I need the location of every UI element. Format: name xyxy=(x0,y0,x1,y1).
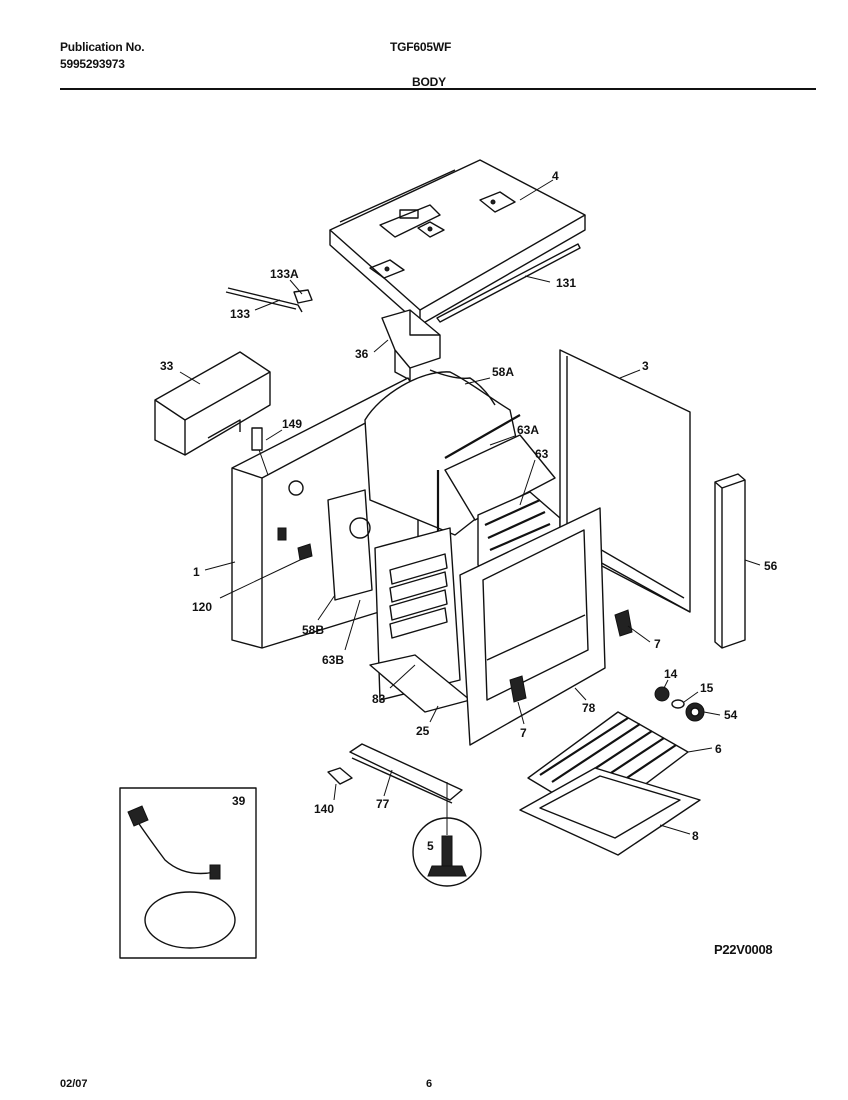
publication-label: Publication No. xyxy=(60,40,145,54)
footer-date: 02/07 xyxy=(60,1078,88,1090)
callout-133: 133 xyxy=(230,307,250,321)
page-number: 6 xyxy=(426,1078,433,1090)
part-133-bracket xyxy=(225,287,313,313)
section-title: BODY xyxy=(412,75,446,89)
callout-36: 36 xyxy=(355,347,369,361)
callout-7-lower: 7 xyxy=(520,726,527,740)
publication-number: 5995293973 xyxy=(60,57,125,71)
callout-63: 63 xyxy=(535,447,549,461)
callout-6: 6 xyxy=(715,742,722,756)
callout-1: 1 xyxy=(193,565,200,579)
part-140-clip xyxy=(327,767,353,785)
callout-33: 33 xyxy=(160,359,174,373)
part-56-side-trim xyxy=(714,473,746,649)
callout-25: 25 xyxy=(416,724,430,738)
callout-78: 78 xyxy=(582,701,596,715)
part-5-leveling-leg-detail xyxy=(412,782,482,887)
part-63a-heating-element xyxy=(436,414,556,545)
callout-58b: 58B xyxy=(302,623,324,637)
callout-140: 140 xyxy=(314,802,334,816)
callout-131: 131 xyxy=(556,276,576,290)
part-78-front-frame xyxy=(459,507,606,746)
part-4-top-panel xyxy=(329,159,586,326)
callout-83: 83 xyxy=(372,692,386,706)
callout-58a: 58A xyxy=(492,365,514,379)
callout-56: 56 xyxy=(764,559,778,573)
leader-lines xyxy=(179,179,761,835)
callout-133a: 133A xyxy=(270,267,299,281)
part-39-power-cord-inset xyxy=(119,787,257,959)
callout-labels: 4 131 133A 133 36 33 58A 3 149 63A 63 1 … xyxy=(160,169,778,853)
callout-63a: 63A xyxy=(517,423,539,437)
callout-8: 8 xyxy=(692,829,699,843)
part-36-vent-duct xyxy=(381,309,441,381)
callout-120: 120 xyxy=(192,600,212,614)
callout-4: 4 xyxy=(552,169,559,183)
callout-3: 3 xyxy=(642,359,649,373)
part-58b-side-insulation xyxy=(327,489,373,601)
callout-63b: 63B xyxy=(322,653,344,667)
callout-77: 77 xyxy=(376,797,390,811)
part-131-trim-strip xyxy=(436,243,581,323)
callout-7-upper: 7 xyxy=(654,637,661,651)
callout-15: 15 xyxy=(700,681,714,695)
drawing-code: P22V0008 xyxy=(714,942,773,957)
callout-39: 39 xyxy=(232,794,246,808)
header-rule xyxy=(60,88,816,90)
callout-54: 54 xyxy=(724,708,738,722)
part-83-oven-liner xyxy=(374,527,461,701)
part-7-hinge-lower xyxy=(509,675,527,703)
part-33-box xyxy=(154,351,271,456)
part-77-drawer-rail xyxy=(349,743,463,804)
callout-14: 14 xyxy=(664,667,678,681)
part-8-broiler-pan xyxy=(519,767,701,856)
callout-149: 149 xyxy=(282,417,302,431)
part-14-15-54-knobs xyxy=(654,686,705,722)
callout-5: 5 xyxy=(427,839,434,853)
model-number: TGF605WF xyxy=(390,40,452,54)
part-7-hinge-upper xyxy=(614,609,633,637)
